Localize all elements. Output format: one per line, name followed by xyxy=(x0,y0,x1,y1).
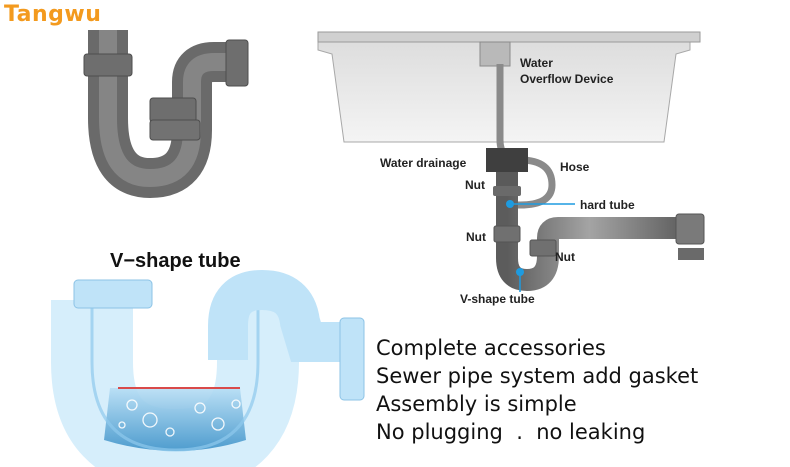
label-hose: Hose xyxy=(560,160,590,174)
callout-lines xyxy=(506,200,575,292)
drain-assembly xyxy=(486,64,705,455)
label-nut-top: Nut xyxy=(465,178,485,192)
label-v-shape-tube-small: V-shape tube xyxy=(460,292,535,306)
label-nut-right: Nut xyxy=(555,250,575,264)
label-nut-middle: Nut xyxy=(466,230,486,244)
v-shape-cutaway xyxy=(50,269,365,467)
label-hard-tube: hard tube xyxy=(580,198,635,212)
v-shape-tube-marker xyxy=(516,268,524,276)
label-water-overflow-line1: Water xyxy=(520,56,553,70)
feature-item-1: Complete accessories xyxy=(376,336,606,360)
sink xyxy=(317,31,701,143)
p-trap-photo xyxy=(83,30,249,199)
label-water-drainage: Water drainage xyxy=(380,156,467,170)
feature-item-2: Sewer pipe system add gasket xyxy=(376,364,699,388)
v-shape-tube-title: V−shape tube xyxy=(110,250,241,272)
hard-tube-marker xyxy=(506,200,514,208)
brand-logo: Tangwu xyxy=(4,2,102,27)
feature-item-4: No plugging . no leaking xyxy=(376,420,646,444)
feature-item-3: Assembly is simple xyxy=(376,392,577,416)
label-water-overflow-line2: Overflow Device xyxy=(520,72,614,86)
